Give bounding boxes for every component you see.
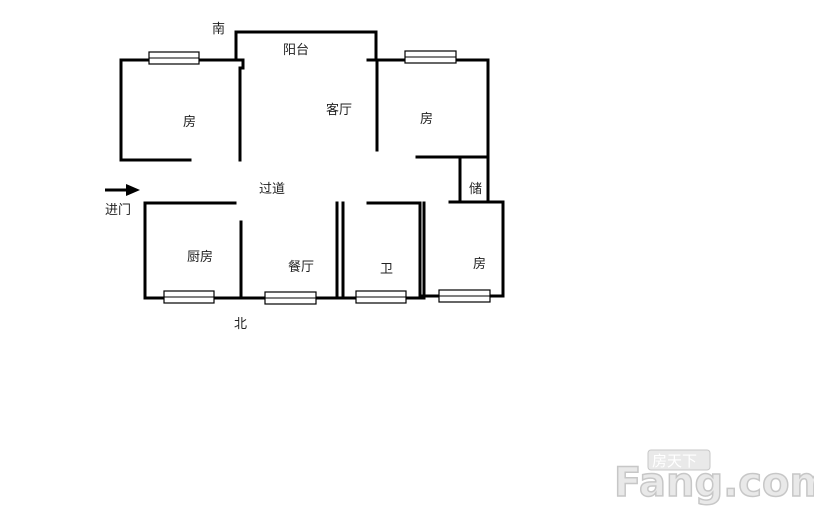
room-balcony: 阳台 [283,43,309,58]
window-kitchen [163,290,215,304]
windows [148,50,491,305]
window-bathroom [355,290,407,304]
window-bedroom-east [404,50,457,64]
window-bedroom-north [438,289,491,303]
wall-bedroom-east [366,58,490,204]
compass-north: 北 [234,317,247,332]
room-bedroom-north: 房 [473,256,486,272]
room-kitchen: 厨房 [187,249,213,265]
fang-logo-watermark: Fang.com 房天下 [613,449,814,507]
window-dining [264,291,317,305]
room-dining: 餐厅 [288,259,314,275]
compass-south: 南 [212,21,225,37]
entrance-arrow-icon [105,184,140,196]
wall-bedroom-west [119,58,245,162]
room-storage: 储 [469,182,482,197]
window-bedroom-west [148,51,200,65]
room-corridor: 过道 [259,182,285,197]
wall-balcony [234,30,378,62]
room-bedroom-west: 房 [183,114,196,130]
svg-text:Fang.com: Fang.com [614,460,814,506]
wall-bathroom [340,201,425,300]
svg-text:房天下: 房天下 [652,452,697,470]
walls [119,30,505,300]
wall-bedroom-north [421,200,505,298]
entrance-label: 进门 [105,203,131,218]
room-bathroom: 卫 [380,262,393,277]
wall-dining [238,201,344,300]
room-bedroom-east: 房 [420,111,433,127]
room-living: 客厅 [326,102,352,118]
